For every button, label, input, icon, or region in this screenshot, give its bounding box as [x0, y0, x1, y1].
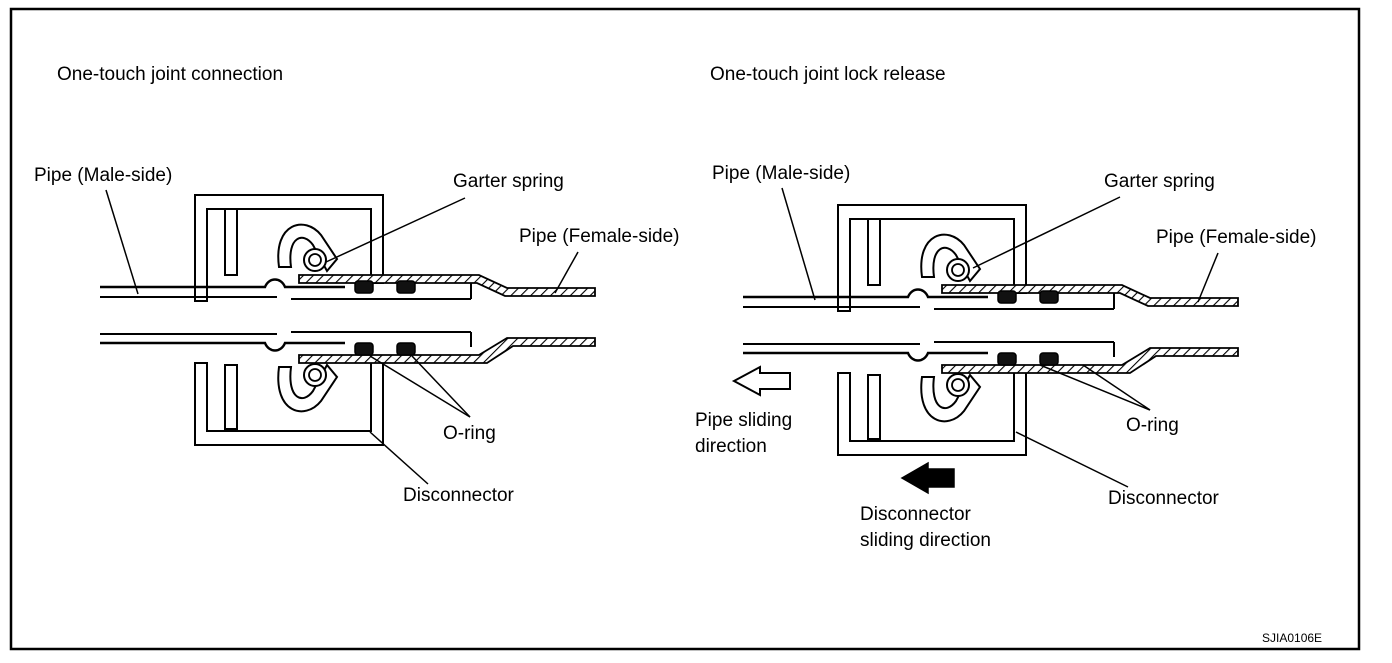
right-label-pipe-female: Pipe (Female-side) — [1156, 227, 1317, 248]
left-leader-o-ring-1 — [369, 355, 471, 418]
left-leader-garter-spring — [325, 197, 466, 263]
right-label-o-ring: O-ring — [1126, 415, 1179, 436]
left-leader-o-ring-2 — [411, 355, 471, 418]
left-panel: One-touch joint connection Pipe (Male-si… — [34, 64, 680, 506]
pipe-sliding-arrow-icon — [731, 365, 791, 397]
right-label-pipe-sliding-2: direction — [695, 436, 767, 457]
right-leader-disconnector — [1015, 431, 1129, 488]
right-label-disconnector-sliding-1: Disconnector — [860, 504, 972, 525]
left-label-garter-spring: Garter spring — [453, 171, 564, 192]
right-leader-pipe-male — [781, 187, 816, 301]
right-leader-o-ring-2 — [1082, 364, 1151, 411]
right-label-disconnector-sliding-2: sliding direction — [860, 530, 991, 551]
left-panel-title: One-touch joint connection — [57, 64, 283, 85]
figure-border — [9, 7, 1361, 651]
left-label-pipe-male: Pipe (Male-side) — [34, 165, 172, 186]
right-label-garter-spring: Garter spring — [1104, 171, 1215, 192]
right-label-pipe-male: Pipe (Male-side) — [712, 163, 850, 184]
left-label-pipe-female: Pipe (Female-side) — [519, 226, 680, 247]
disconnector-sliding-arrow-icon — [900, 461, 955, 495]
right-panel: One-touch joint lock release Pipe (Male-… — [695, 64, 1317, 551]
left-leader-disconnector — [369, 431, 429, 485]
right-leader-garter-spring — [972, 196, 1121, 269]
right-leader-pipe-female — [1197, 252, 1219, 303]
figure-code: SJIA0106E — [1262, 631, 1322, 645]
right-label-disconnector: Disconnector — [1108, 488, 1220, 509]
right-leader-o-ring-1 — [1039, 364, 1151, 411]
left-label-disconnector: Disconnector — [403, 485, 515, 506]
left-label-o-ring: O-ring — [443, 423, 496, 444]
right-panel-title: One-touch joint lock release — [710, 64, 946, 85]
right-label-pipe-sliding-1: Pipe sliding — [695, 410, 792, 431]
left-leader-pipe-male — [105, 189, 139, 295]
left-leader-pipe-female — [554, 251, 579, 294]
